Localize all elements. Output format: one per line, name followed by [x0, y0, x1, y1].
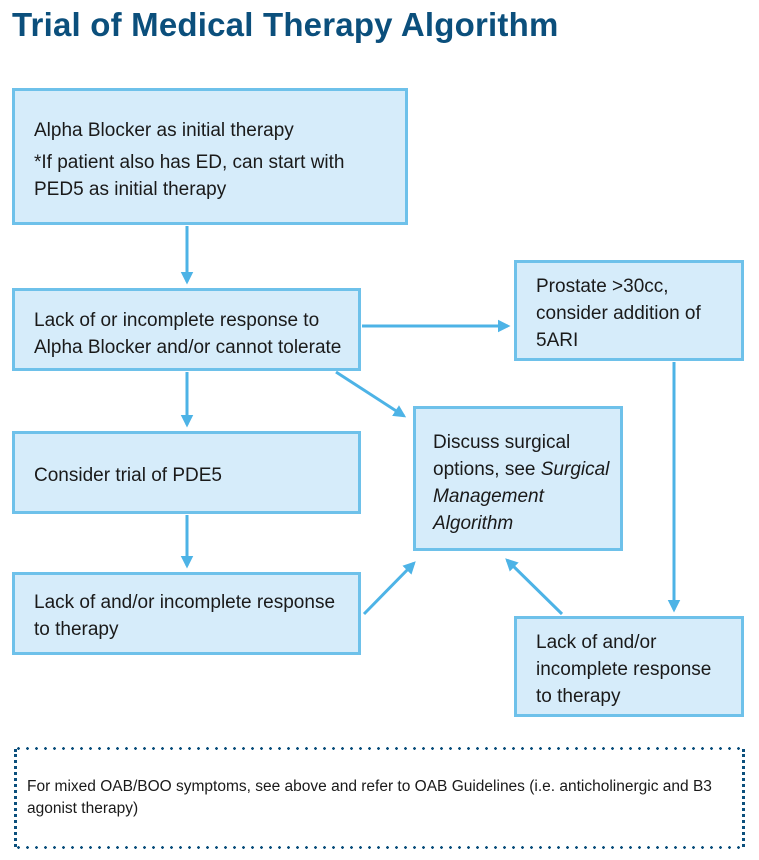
node-lack-response-alpha-text: Lack of or incomplete response to Alpha …	[34, 310, 342, 358]
arrow-lack-therapy-to-surgical	[362, 561, 416, 616]
node-alpha-blocker-line1: Alpha Blocker as initial therapy	[34, 120, 294, 141]
node-lack-response-therapy-right-text: Lack of and/or incomplete response to th…	[536, 632, 712, 707]
footnote-text: For mixed OAB/BOO symptoms, see above an…	[27, 778, 712, 817]
node-surgical-prefix: Discuss surgical options, see	[433, 432, 571, 480]
node-alpha-blocker-line2: *If patient also has ED, can start with …	[34, 152, 345, 200]
node-alpha-blocker: Alpha Blocker as initial therapy *If pat…	[12, 88, 408, 225]
node-trial-pde5-text: Consider trial of PDE5	[34, 465, 222, 486]
surgical-algorithm-reference: Surgical Management Algorithm	[433, 459, 610, 534]
node-prostate: Prostate >30cc, consider addition of 5AR…	[514, 260, 744, 361]
node-trial-pde5: Consider trial of PDE5	[12, 431, 361, 514]
footnote-border-top	[14, 747, 745, 750]
node-lack-response-alpha: Lack of or incomplete response to Alpha …	[12, 288, 361, 371]
node-lack-response-therapy-left-text: Lack of and/or incomplete response to th…	[34, 592, 336, 640]
arrow-lack-therapy-right-to-surgical	[505, 558, 564, 616]
node-surgical-text: Discuss surgical options, see Surgical M…	[433, 429, 610, 537]
footnote-box: For mixed OAB/BOO symptoms, see above an…	[14, 747, 745, 849]
node-surgical: Discuss surgical options, see Surgical M…	[413, 406, 623, 551]
node-prostate-text: Prostate >30cc, consider addition of 5AR…	[536, 276, 701, 351]
node-lack-response-therapy-right: Lack of and/or incomplete response to th…	[514, 616, 744, 717]
arrow-lack-to-surgical	[335, 370, 407, 418]
page-title: Trial of Medical Therapy Algorithm	[12, 6, 559, 43]
node-lack-response-therapy-left: Lack of and/or incomplete response to th…	[12, 572, 361, 655]
footnote-border-bottom	[14, 846, 745, 849]
